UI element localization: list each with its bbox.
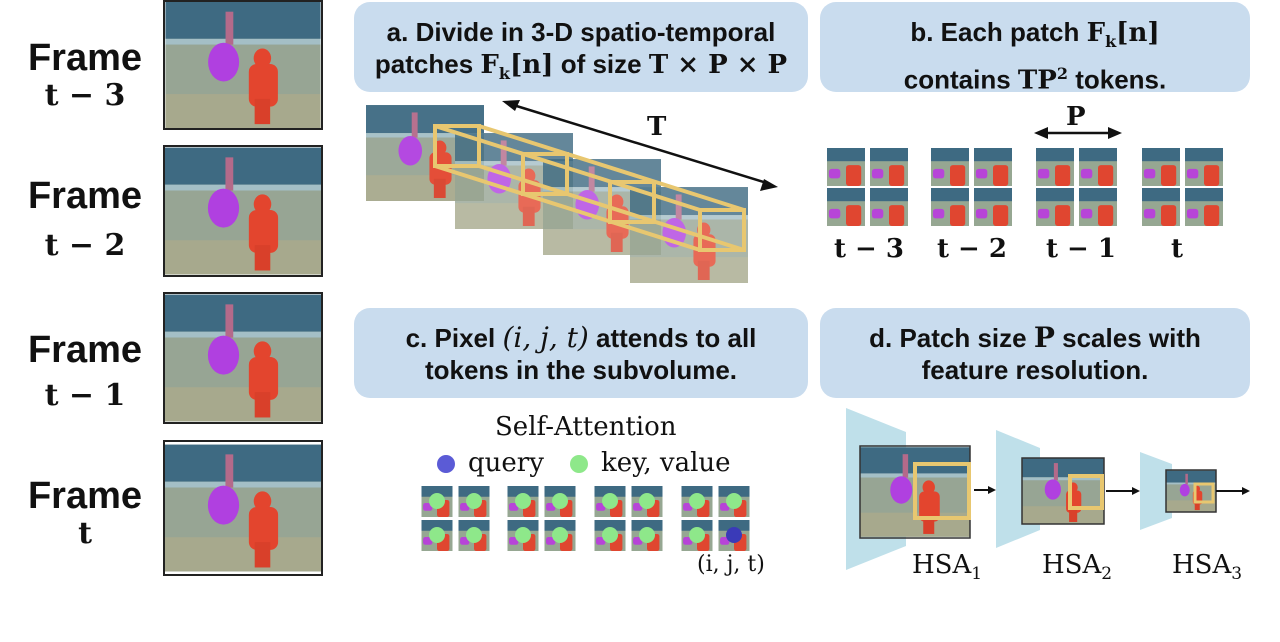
self-attention-title: Self-Attention — [495, 412, 677, 442]
panel-b-diagram — [827, 127, 1223, 226]
frame-word: Frame — [27, 37, 143, 79]
frame-symbol: t − 3 — [44, 78, 126, 113]
hsa-label-1: HSA1 — [912, 550, 982, 584]
patch-token-grid-t-3 — [827, 148, 908, 226]
hsa-label-1-sub: 1 — [971, 564, 983, 585]
kv-legend-dot — [570, 455, 588, 473]
patch-token-grid-t-2 — [931, 148, 1012, 226]
panel-a-symbol-F: F — [480, 50, 499, 80]
panel-d-title: d. Patch size P scales with feature reso… — [820, 308, 1250, 398]
hsa-stage-3 — [1140, 452, 1250, 530]
panel-d-line2: feature resolution. — [921, 355, 1149, 385]
panel-b-tokens-expr: TP — [1017, 65, 1057, 96]
panel-c-pixel-expr: (i, j, t) — [502, 321, 589, 354]
frame-thumbnail-t-3 — [163, 0, 323, 130]
hsa-label-3: HSA3 — [1172, 550, 1242, 584]
patch-tube — [433, 124, 746, 252]
query-legend-dot — [437, 455, 455, 473]
frame-thumbnail-t-1 — [163, 292, 323, 424]
panel-a-patches-word: patches — [374, 49, 474, 79]
frame-label-t-3: Frame t − 3 — [0, 38, 170, 114]
panel-c-line2: tokens in the subvolume. — [424, 355, 738, 385]
patch-token-grid-t-1 — [1036, 148, 1117, 226]
patch-token-grid-t — [1142, 148, 1223, 226]
panel-c-line1: c. Pixel (i, j, t) attends to all — [354, 322, 808, 354]
frame-label-t-1: Frame t − 1 — [0, 330, 170, 414]
panel-a-symbol-k: k — [498, 64, 510, 84]
panel-a-diagram — [366, 100, 778, 283]
p-arrow — [1034, 127, 1122, 139]
frame-word: Frame — [27, 175, 143, 217]
panel-a-of-size: of size — [560, 49, 642, 79]
attention-grid-t-2 — [507, 486, 576, 551]
attention-grid-t — [681, 486, 750, 551]
frame-symbol: t − 2 — [44, 228, 126, 263]
panel-a-symbol-n: [n] — [509, 50, 554, 80]
panel-a-arrow-label: T — [647, 112, 667, 142]
frame-symbol: t − 1 — [44, 378, 126, 413]
time-label-t: t — [1171, 234, 1184, 264]
attention-grid-t-3 — [421, 486, 490, 551]
panel-d-symbol-P: P — [1033, 321, 1055, 354]
panel-a-title: a. Divide in 3-D spatio-temporal patches… — [354, 2, 808, 92]
panel-b-p-label: P — [1066, 102, 1086, 132]
hsa-stage-1 — [846, 408, 996, 570]
panel-b-line1: b. Each patch Fk[n] — [820, 16, 1250, 58]
panel-b-title: b. Each patch Fk[n] contains TP2 tokens. — [820, 2, 1250, 96]
frame-symbol: t — [78, 516, 92, 551]
time-label-t-1: t − 1 — [1046, 234, 1116, 264]
panel-d-line1: d. Patch size P scales with — [820, 322, 1250, 354]
panel-c-pixel-word: c. Pixel — [405, 323, 496, 353]
hsa-label-1-name: HSA — [912, 550, 972, 580]
frame-word: Frame — [27, 475, 143, 517]
panel-c-title: c. Pixel (i, j, t) attends to all tokens… — [354, 308, 808, 398]
panel-a-size-expr: T × P × P — [648, 50, 788, 80]
panel-b-line2: contains TP2 tokens. — [820, 58, 1250, 97]
frame-thumbnail-t — [163, 440, 323, 576]
time-label-t-3: t − 3 — [834, 234, 904, 264]
panel-b-symbol-n: [n] — [1116, 18, 1160, 48]
panel-d-patch-size: d. Patch size — [869, 323, 1027, 353]
panel-b-tokens-word: tokens. — [1075, 64, 1167, 95]
panel-b-symbol-k: k — [1105, 32, 1117, 52]
panel-b-contains: contains — [903, 64, 1011, 95]
kv-legend-label: key, value — [601, 448, 731, 478]
time-label-t-2: t − 2 — [937, 234, 1007, 264]
hsa-label-3-name: HSA — [1172, 550, 1232, 580]
panel-c-attention-grids — [421, 486, 750, 551]
panel-d-scales-with: scales with — [1062, 323, 1201, 353]
hsa-stage-2 — [996, 430, 1140, 548]
hsa-label-2-sub: 2 — [1101, 564, 1113, 585]
panel-d-diagram — [846, 408, 1250, 570]
frame-label-t-2: Frame t − 2 — [0, 176, 170, 264]
query-legend-label: query — [468, 448, 544, 478]
panel-b-each-patch: b. Each patch — [910, 17, 1080, 47]
query-pixel-label: (i, j, t) — [697, 552, 765, 577]
panel-c-attends: attends to all — [596, 323, 757, 353]
panel-a-line1: a. Divide in 3-D spatio-temporal — [386, 17, 776, 47]
time-arrow — [502, 100, 778, 191]
hsa-label-3-sub: 3 — [1231, 564, 1243, 585]
hsa-label-2: HSA2 — [1042, 550, 1112, 584]
query-pixel — [726, 527, 742, 543]
hsa-label-2-name: HSA — [1042, 550, 1102, 580]
frame-label-t: Frame t — [0, 476, 170, 552]
frame-word: Frame — [27, 329, 143, 371]
panel-a-line2: patches Fk[n] of size T × P × P — [354, 48, 808, 90]
panel-b-tokens-exp: 2 — [1056, 64, 1068, 84]
attention-grid-t-1 — [594, 486, 663, 551]
frame-thumbnail-t-2 — [163, 145, 323, 277]
panel-b-symbol-F: F — [1086, 18, 1106, 48]
